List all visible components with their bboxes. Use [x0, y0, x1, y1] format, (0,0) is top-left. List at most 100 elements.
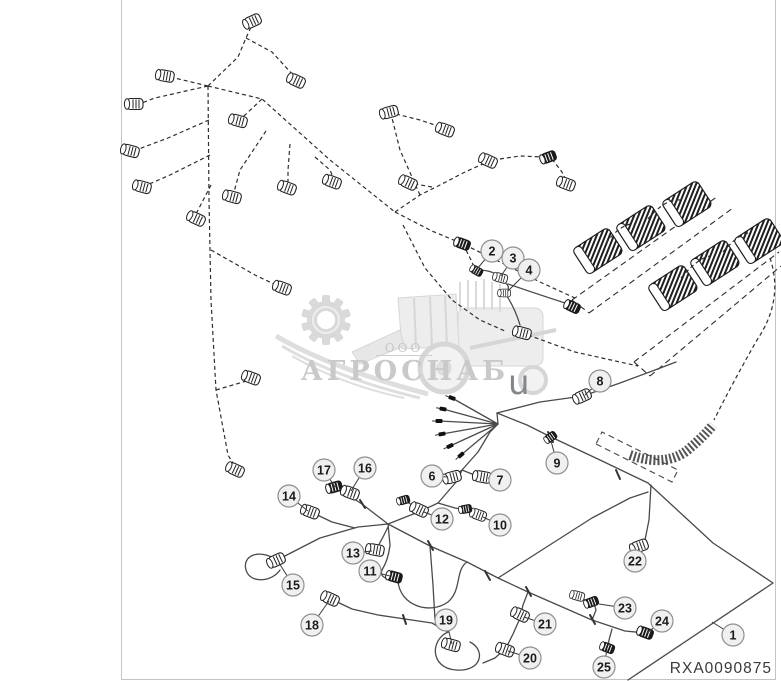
callout-number: 2 [489, 245, 496, 259]
connector-icon [130, 178, 153, 195]
wire-branch [330, 598, 449, 633]
callout-9[interactable]: 9 [545, 451, 569, 475]
callout-11[interactable]: 11 [358, 559, 382, 583]
conduit-and-bracket [595, 421, 717, 541]
connector-icon [338, 483, 361, 502]
callout-20[interactable]: 20 [518, 646, 542, 670]
block-jumper-wires [605, 199, 752, 279]
callout-number: 14 [282, 490, 296, 504]
callout-number: 7 [497, 474, 504, 488]
multipin-connector-block [660, 179, 714, 229]
pin-connector-icon [434, 430, 447, 438]
bracket-drop-wire [644, 484, 652, 541]
callout-number: 17 [317, 464, 331, 478]
pin-connector-icon [435, 405, 448, 413]
connector-icon [440, 469, 463, 486]
watermark: ООО АГРОСНАБ u [274, 279, 557, 403]
wire-branch [429, 545, 436, 621]
wire-loop [244, 553, 281, 581]
callout-17[interactable]: 17 [312, 458, 336, 482]
callout-number: 21 [538, 618, 552, 632]
callout-6[interactable]: 6 [420, 464, 444, 488]
callout-12[interactable]: 12 [430, 507, 454, 531]
wire-branch [287, 143, 291, 183]
callout-24[interactable]: 24 [650, 609, 674, 633]
callout-number: 4 [526, 264, 533, 278]
connector-icon [491, 271, 509, 285]
gear-hole [317, 311, 335, 329]
multipin-connector-block [614, 203, 668, 253]
callout-23[interactable]: 23 [613, 596, 637, 620]
callout-number: 19 [439, 614, 453, 628]
wire-loop [397, 561, 468, 609]
wire-branch [138, 85, 209, 105]
connector-icon [407, 499, 431, 519]
gear-icon [301, 295, 351, 345]
callout-1[interactable]: 1 [721, 623, 745, 647]
connector-icon [568, 589, 586, 603]
wire-branch [146, 154, 211, 186]
callout-number: 24 [655, 615, 669, 629]
callout-14[interactable]: 14 [277, 484, 301, 508]
callout-19[interactable]: 19 [434, 608, 458, 632]
pin-connector-icon [431, 418, 443, 424]
wire-branch [195, 184, 212, 215]
connector-icon [240, 12, 264, 32]
connector-icon [154, 68, 176, 84]
callout-18[interactable]: 18 [300, 613, 324, 637]
connector-icon [537, 149, 558, 166]
pin-connector-icon [442, 442, 455, 452]
watermark-swoosh [274, 333, 429, 400]
callout-10[interactable]: 10 [488, 513, 512, 537]
wire-branch [207, 24, 253, 87]
wire-branch [215, 378, 253, 391]
connector-icon [384, 569, 404, 585]
callout-number: 3 [510, 252, 517, 266]
callout-number: 20 [523, 652, 537, 666]
callout-22[interactable]: 22 [623, 549, 647, 573]
drawing-reference-code: RXA0090875 [670, 660, 772, 677]
callout-15[interactable]: 15 [281, 573, 305, 597]
wire-branch [497, 491, 649, 579]
connector-icon [377, 104, 400, 121]
callout-2[interactable]: 2 [480, 239, 504, 263]
connector-icon [320, 172, 343, 191]
wire-branch [169, 76, 209, 87]
connector-icon [184, 208, 208, 228]
connector-icon [542, 430, 559, 445]
callout-number: 10 [493, 519, 507, 533]
watermark-org-type: ООО [385, 341, 424, 355]
callout-13[interactable]: 13 [341, 541, 365, 565]
callout-number: 22 [628, 555, 642, 569]
callout-25[interactable]: 25 [592, 655, 616, 679]
callout-number: 13 [346, 547, 360, 561]
block-rail [633, 251, 781, 377]
connector-icon [223, 459, 247, 479]
connector-icon [123, 97, 144, 111]
multipin-connector-block [732, 216, 781, 266]
callout-number: 9 [554, 457, 561, 471]
connector-icon [264, 551, 288, 571]
connector-icon [554, 174, 577, 193]
callout-number: 15 [286, 579, 300, 593]
wire-branch [135, 119, 210, 151]
upper-harness [118, 12, 639, 479]
callout-21[interactable]: 21 [533, 612, 557, 636]
wire-branch [402, 224, 506, 332]
wire-fan [438, 397, 499, 456]
wire-trunk [207, 85, 237, 469]
callout-7[interactable]: 7 [488, 468, 512, 492]
callout-8[interactable]: 8 [588, 369, 612, 393]
connector-icon [275, 178, 298, 197]
wire-branch [245, 37, 294, 76]
wire-to-blocks [527, 334, 639, 367]
connector-icon [298, 502, 321, 521]
wire-loop [434, 631, 480, 671]
callout-3[interactable]: 3 [501, 246, 525, 270]
wire-branch [239, 98, 263, 120]
wire-to-conduit [713, 257, 776, 421]
connector-icon [318, 588, 342, 608]
callout-4[interactable]: 4 [517, 258, 541, 282]
callout-16[interactable]: 16 [353, 456, 377, 480]
